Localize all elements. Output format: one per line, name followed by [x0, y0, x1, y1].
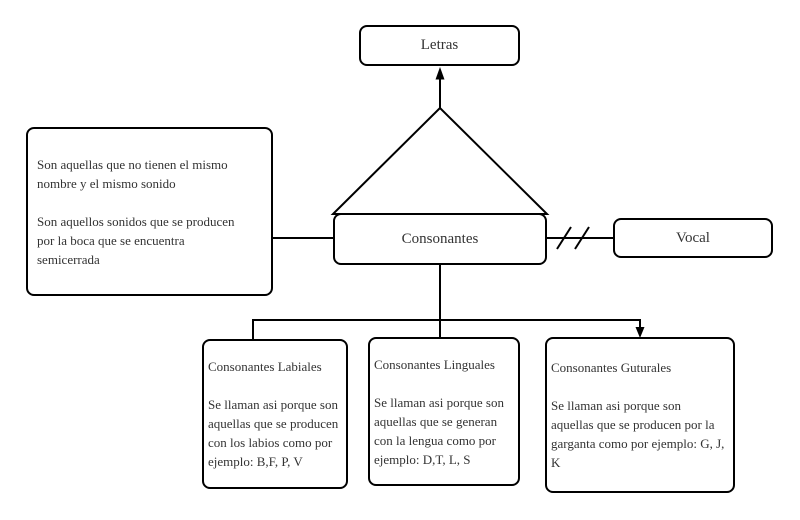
slash-mark-icon	[556, 226, 572, 250]
node-consonantes-linguales: Consonantes Linguales Se llaman asi porq…	[368, 337, 520, 486]
node-consonantes-labiales: Consonantes Labiales Se llaman asi porqu…	[202, 339, 348, 489]
definicion-paragraph-2: Son aquellos sonidos que se producen por…	[37, 213, 235, 267]
definicion-paragraph-1: Son aquellas que no tienen el mismo nomb…	[37, 156, 228, 191]
guturales-title: Consonantes Guturales	[551, 360, 672, 375]
linguales-title: Consonantes Linguales	[374, 356, 495, 372]
guturales-body: Se llaman asi porque son aquellas que se…	[551, 398, 725, 470]
labiales-title: Consonantes Labiales	[208, 359, 322, 374]
node-letras-label: Letras	[420, 37, 459, 53]
arrowhead-to-guturales-icon	[635, 327, 645, 338]
node-consonantes-guturales: Consonantes Guturales Se llaman asi porq…	[545, 337, 735, 493]
node-vocal-label: Vocal	[676, 229, 710, 246]
linguales-body: Se llaman asi porque son aquellas que se…	[374, 394, 504, 467]
node-consonantes: Consonantes	[333, 213, 547, 265]
slash-mark-icon	[574, 226, 590, 250]
triangle-shape	[330, 106, 550, 215]
node-definicion: Son aquellas que no tienen el mismo nomb…	[26, 127, 273, 296]
branch-connector	[252, 319, 641, 342]
node-vocal: Vocal	[613, 218, 773, 258]
node-letras: Letras	[359, 25, 520, 66]
node-consonantes-label: Consonantes	[401, 230, 479, 247]
labiales-body: Se llaman asi porque son aquellas que se…	[208, 397, 339, 469]
arrowhead-to-letras-icon	[435, 67, 445, 80]
